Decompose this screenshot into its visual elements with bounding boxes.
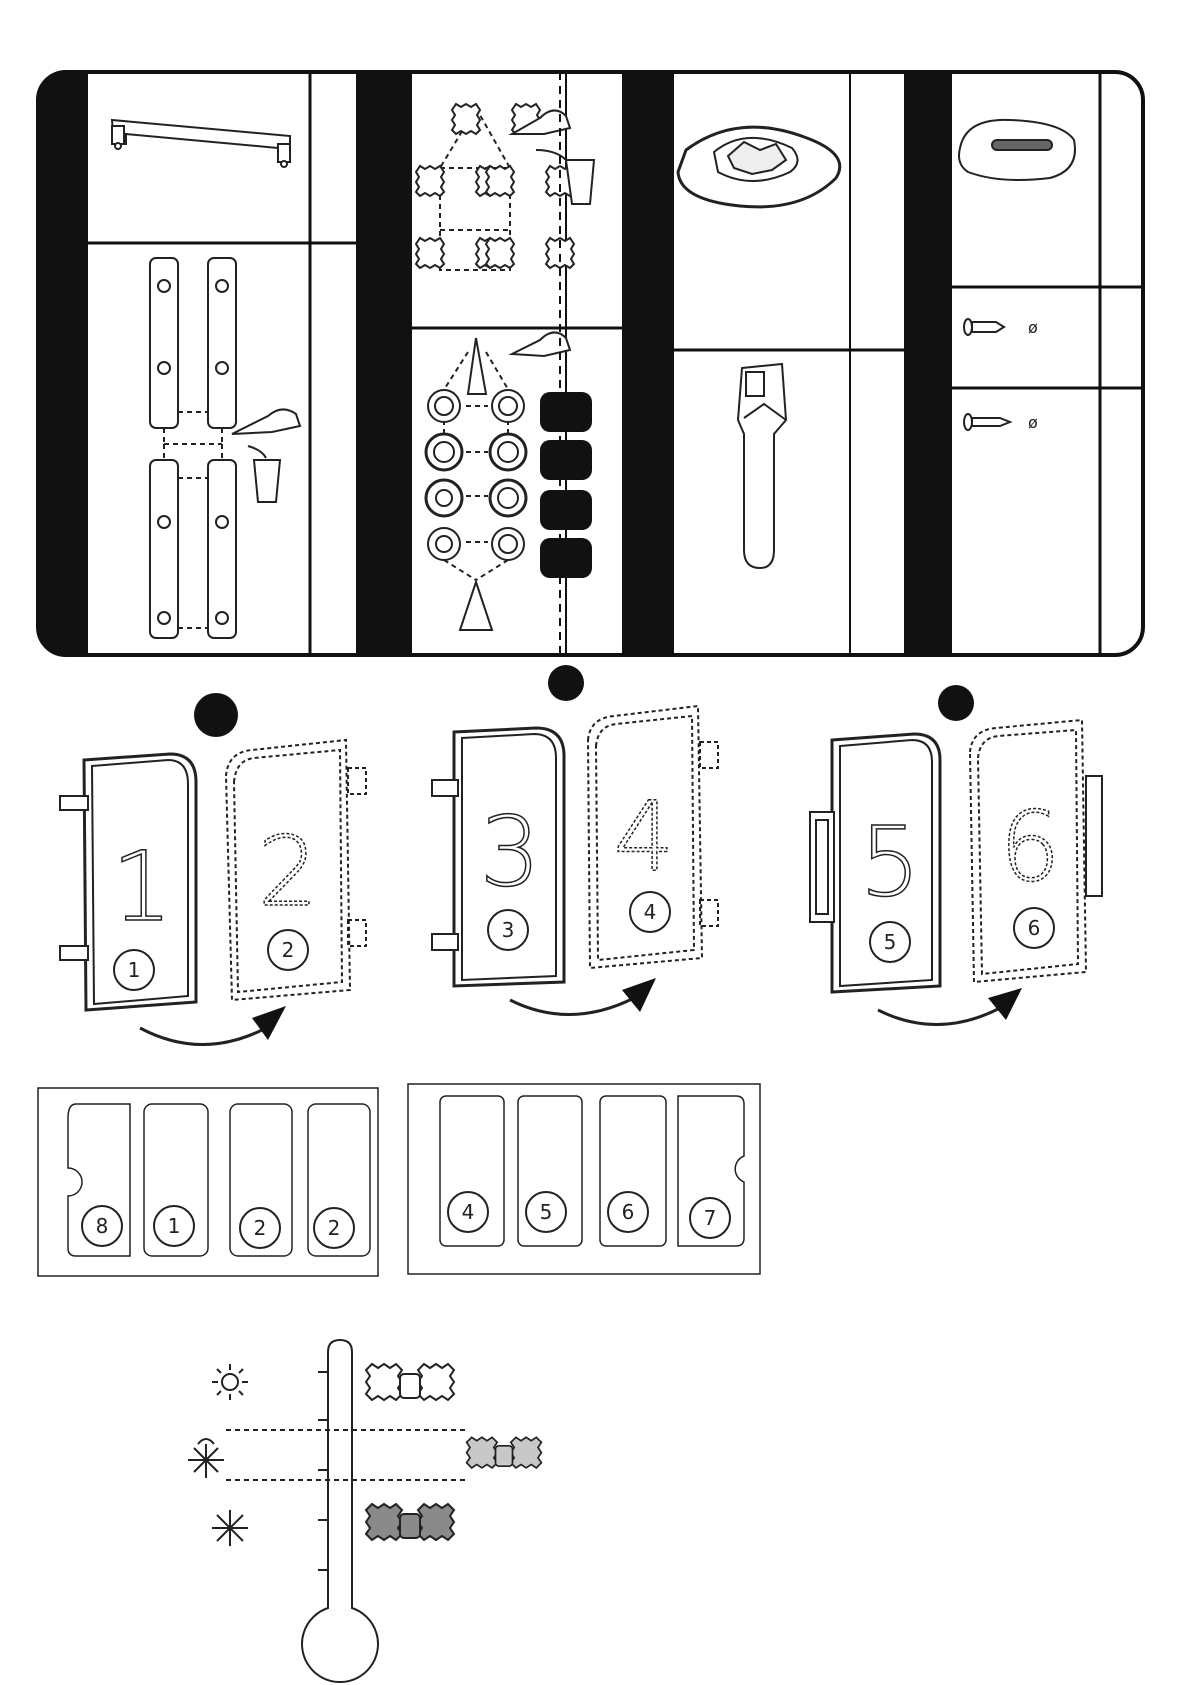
door-badge-label: 2 xyxy=(282,938,295,962)
direction-arrow xyxy=(878,1008,1000,1025)
direction-arrow xyxy=(510,998,634,1015)
direction-arrow xyxy=(140,1028,262,1045)
door-big-number: 1 xyxy=(111,831,172,943)
panel-badge-label: 4 xyxy=(462,1200,475,1224)
arrow-head xyxy=(252,1006,286,1040)
snowflake-icon xyxy=(212,1510,248,1546)
sun-snow-icon xyxy=(188,1439,224,1478)
pasta-medium xyxy=(467,1437,542,1468)
arrow-head xyxy=(988,988,1022,1020)
sun-icon xyxy=(212,1364,248,1400)
arrow-head xyxy=(622,978,656,1012)
door-big-number: 6 xyxy=(999,791,1060,903)
door-badge-label: 1 xyxy=(128,958,141,982)
pasta-warm xyxy=(366,1364,454,1400)
panel-badge-label: 2 xyxy=(328,1216,341,1240)
door-badge-label: 5 xyxy=(884,930,897,954)
door-step-1: 1 2 1 2 xyxy=(60,740,366,1045)
screw-long-diameter-label: ø xyxy=(1028,413,1038,432)
step-marker-3 xyxy=(938,685,974,721)
door-big-number: 4 xyxy=(613,781,674,893)
step-marker-1 xyxy=(194,693,238,737)
panel-badge-label: 7 xyxy=(704,1206,717,1230)
door-badge-label: 6 xyxy=(1028,916,1041,940)
panel-badge-label: 2 xyxy=(254,1216,267,1240)
door-big-number: 3 xyxy=(479,796,540,908)
door-step-3: 5 6 5 6 xyxy=(810,720,1102,1025)
lid-illustration xyxy=(959,120,1075,180)
door-badge-label: 4 xyxy=(644,900,657,924)
pasta-cold xyxy=(366,1504,454,1540)
door-hinge-bar xyxy=(1086,776,1102,896)
door-big-number: 2 xyxy=(257,816,318,928)
panel-badge-label: 5 xyxy=(540,1200,553,1224)
door-panel-group-left xyxy=(38,1088,378,1276)
panel-badge-label: 1 xyxy=(168,1214,181,1238)
panel-badge-label: 6 xyxy=(622,1200,635,1224)
step-marker-2 xyxy=(548,665,584,701)
door-step-2: 3 4 3 4 xyxy=(432,706,718,1015)
screw-short-diameter-label: ø xyxy=(1028,318,1038,337)
door-big-number: 5 xyxy=(859,806,920,918)
panel-badge-label: 8 xyxy=(96,1214,109,1238)
door-panel-group-right xyxy=(408,1084,760,1274)
door-badge-label: 3 xyxy=(502,918,515,942)
